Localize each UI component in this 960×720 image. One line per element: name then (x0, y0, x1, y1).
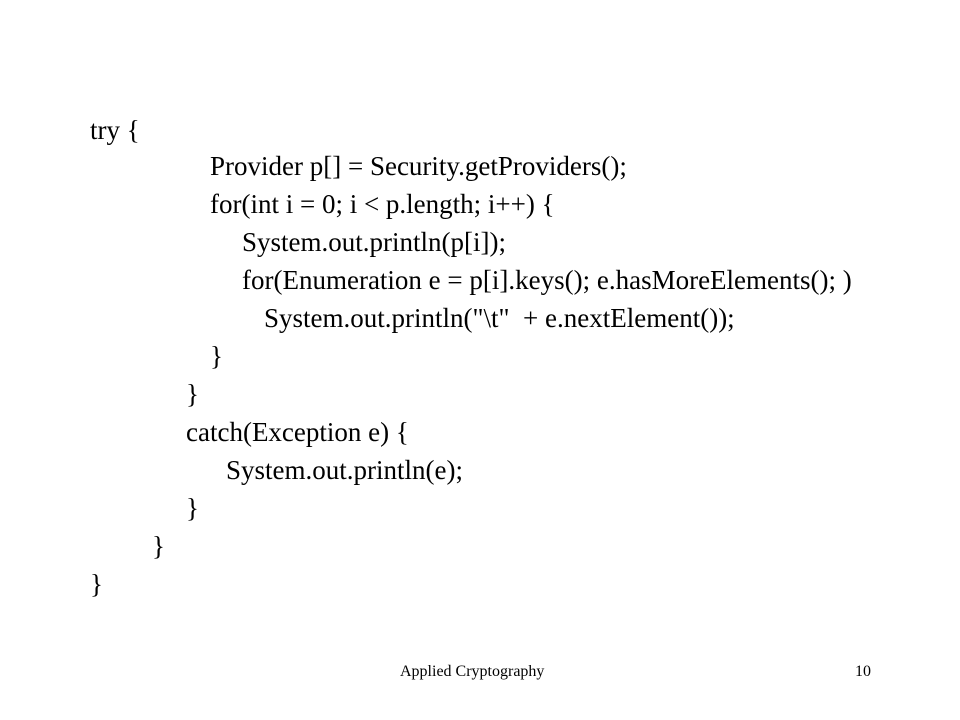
code-line-close-inner-for: } (210, 341, 223, 371)
code-line-close-class: } (90, 569, 103, 599)
code-line-providers: Provider p[] = Security.getProviders(); (210, 151, 627, 181)
code-line-close-try: } (186, 379, 199, 409)
page-number: 10 (855, 663, 871, 680)
code-line-print-element: System.out.println("\t" + e.nextElement(… (264, 303, 735, 333)
code-line-for-providers: for(int i = 0; i < p.length; i++) { (210, 189, 555, 219)
code-line-catch: catch(Exception e) { (186, 417, 409, 447)
code-line-try: try { (90, 115, 140, 145)
footer-title: Applied Cryptography (400, 663, 545, 680)
code-line-for-enumeration: for(Enumeration e = p[i].keys(); e.hasMo… (242, 265, 852, 295)
code-line-close-method: } (152, 531, 165, 561)
code-line-print-exception: System.out.println(e); (226, 455, 463, 485)
code-block: try { Provider p[] = Security.getProvide… (90, 115, 852, 599)
code-line-print-provider: System.out.println(p[i]); (242, 227, 506, 257)
code-line-close-catch: } (186, 493, 199, 523)
